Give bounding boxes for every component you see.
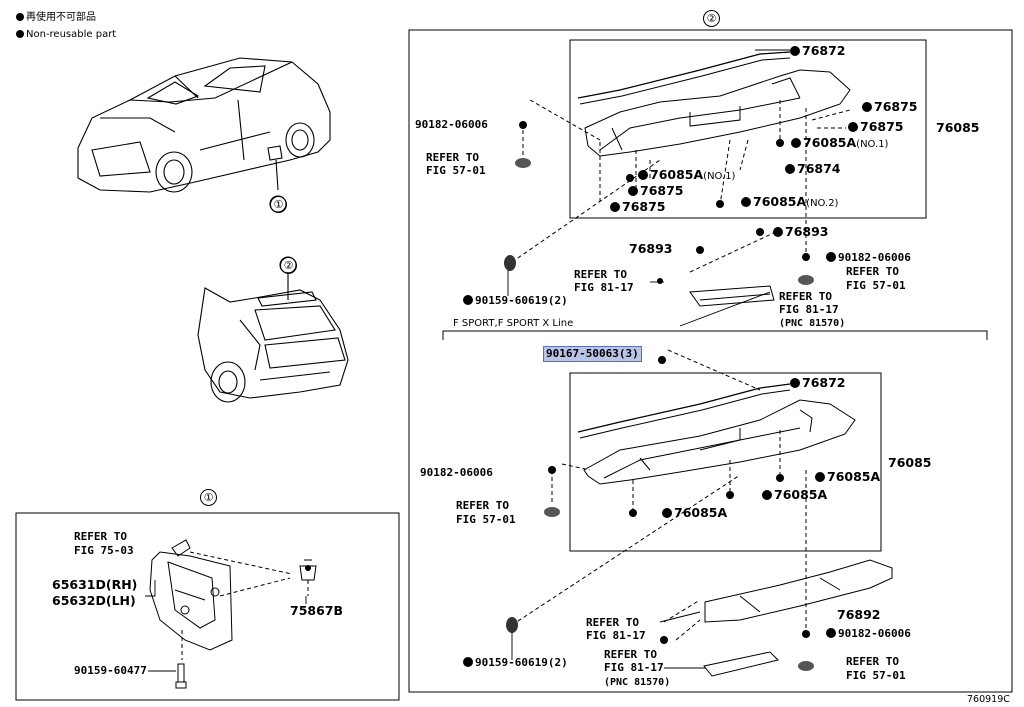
callout-2-header[interactable]: ② xyxy=(703,10,720,27)
refer-fig81-upper-a[interactable]: REFER TO xyxy=(574,268,627,281)
non-reusable-dot-icon xyxy=(848,122,858,132)
part-76872-lower[interactable]: 76872 xyxy=(790,376,846,389)
part-76875-upper-4[interactable]: 76875 xyxy=(610,200,666,213)
part-75867b[interactable]: 75867B xyxy=(290,603,344,618)
part-90182-upper-left[interactable]: 90182-06006 xyxy=(415,118,488,131)
part-90182-lower-right[interactable]: 90182-06006 xyxy=(826,628,911,640)
refer-fig57-upper-right-a[interactable]: REFER TO xyxy=(846,265,899,278)
upper-trim-strip xyxy=(689,285,775,307)
non-reusable-dot-icon xyxy=(862,102,872,112)
part-76893-left[interactable]: 76893 xyxy=(629,241,673,256)
part-76875-upper-1[interactable]: 76875 xyxy=(862,100,918,113)
lower-leader-dashes xyxy=(511,349,807,641)
non-reusable-dot-icon xyxy=(463,295,473,305)
upper-leader-dashes xyxy=(511,99,851,273)
non-reusable-dot-icon xyxy=(662,508,672,518)
figure-1-frame xyxy=(15,512,400,701)
figure-2-frame xyxy=(408,29,1013,693)
part-76085a-lower-2[interactable]: 76085A xyxy=(762,488,827,501)
part-65631d-rh[interactable]: 65631D(RH) xyxy=(52,577,138,592)
part-90159-60477[interactable]: 90159-60477 xyxy=(74,664,147,677)
refer-fig81-lower-strip-a[interactable]: REFER TO xyxy=(604,648,657,661)
refer-fig81-upper-strip-a[interactable]: REFER TO xyxy=(779,290,832,303)
part-76875-upper-2[interactable]: 76875 xyxy=(848,120,904,133)
part-76875-upper-3[interactable]: 76875 xyxy=(628,184,684,197)
callout-1-header[interactable]: ① xyxy=(200,489,217,506)
non-reusable-dot-icon xyxy=(826,252,836,262)
fastener-symbols xyxy=(305,121,814,671)
part-76085a-lower-3[interactable]: 76085A xyxy=(662,506,727,519)
lower-trim-strip xyxy=(703,651,779,677)
refer-fig57-upper-left-b[interactable]: FIG 57-01 xyxy=(426,164,486,177)
refer-fig75-b[interactable]: FIG 75-03 xyxy=(74,544,134,557)
non-reusable-dot-icon xyxy=(815,472,825,482)
part-76085a-no1-upper-right[interactable]: 76085A(NO.1) xyxy=(791,136,888,151)
part-90182-lower-left[interactable]: 90182-06006 xyxy=(420,466,493,479)
part-90159-lower[interactable]: 90159-60619(2) xyxy=(463,657,568,669)
non-reusable-dot-icon xyxy=(773,227,783,237)
fsport-divider-line xyxy=(442,330,988,340)
refer-fig57-upper-right-b[interactable]: FIG 57-01 xyxy=(846,279,906,292)
refer-fig81-upper-strip-pnc: (PNC 81570) xyxy=(779,318,846,329)
non-reusable-dot-icon xyxy=(762,490,772,500)
mudguard-leader-dashes xyxy=(181,551,309,660)
legend-en: Non-reusable part xyxy=(16,29,116,41)
lower-spoiler-illustration xyxy=(577,383,856,485)
lower-reinforcement-illustration xyxy=(659,559,893,623)
refer-fig57-lower-left-a[interactable]: REFER TO xyxy=(456,499,509,512)
refer-fig57-lower-right-a[interactable]: REFER TO xyxy=(846,655,899,668)
non-reusable-dot-icon xyxy=(628,186,638,196)
part-76085-upper[interactable]: 76085 xyxy=(936,120,980,135)
callout-2-car[interactable]: ② xyxy=(280,257,297,274)
refer-fig81-upper-b[interactable]: FIG 81-17 xyxy=(574,281,634,294)
part-76874[interactable]: 76874 xyxy=(785,162,841,175)
refer-fig81-lower-strip-b[interactable]: FIG 81-17 xyxy=(604,661,664,674)
part-76085a-no1-upper-left[interactable]: 76085A(NO.1) xyxy=(638,168,735,183)
fsport-label: F SPORT,F SPORT X Line xyxy=(453,318,574,329)
part-90159-upper[interactable]: 90159-60619(2) xyxy=(463,295,568,307)
non-reusable-dot-icon xyxy=(610,202,620,212)
non-reusable-dot-icon xyxy=(790,46,800,56)
mudguard-illustration xyxy=(149,539,317,689)
non-reusable-dot-icon xyxy=(790,378,800,388)
solid-leader-lines xyxy=(145,270,771,672)
non-reusable-dot-icon xyxy=(791,138,801,148)
callout-1-car[interactable]: ① xyxy=(270,196,287,213)
refer-fig81-lower-a[interactable]: REFER TO xyxy=(586,616,639,629)
refer-fig81-lower-b[interactable]: FIG 81-17 xyxy=(586,629,646,642)
non-reusable-dot-icon xyxy=(638,170,648,180)
figure-code: 760919C xyxy=(967,694,1010,705)
upper-spoiler-box xyxy=(569,39,927,219)
refer-fig57-lower-right-b[interactable]: FIG 57-01 xyxy=(846,669,906,682)
part-76085a-no2[interactable]: 76085A(NO.2) xyxy=(741,195,838,210)
part-76085a-lower-1[interactable]: 76085A xyxy=(815,470,880,483)
part-90182-upper-right[interactable]: 90182-06006 xyxy=(826,252,911,264)
non-reusable-dot-icon xyxy=(741,197,751,207)
non-reusable-dot-icon xyxy=(16,30,24,38)
part-76892[interactable]: 76892 xyxy=(837,607,881,622)
non-reusable-dot-icon xyxy=(785,164,795,174)
refer-fig57-lower-left-b[interactable]: FIG 57-01 xyxy=(456,513,516,526)
non-reusable-dot-icon xyxy=(826,628,836,638)
upper-spoiler-illustration xyxy=(577,49,851,157)
non-reusable-dot-icon xyxy=(463,657,473,667)
legend-ja: 再使用不可部品 xyxy=(16,12,96,24)
car-front-illustration xyxy=(77,57,331,213)
part-76872-upper[interactable]: 76872 xyxy=(790,44,846,57)
lower-spoiler-box xyxy=(569,372,882,552)
non-reusable-dot-icon xyxy=(16,13,24,21)
refer-fig81-upper-strip-b[interactable]: FIG 81-17 xyxy=(779,303,839,316)
part-90167-highlighted[interactable]: 90167-50063(3) xyxy=(543,346,642,362)
part-76893-right[interactable]: 76893 xyxy=(773,225,829,238)
refer-fig75-a[interactable]: REFER TO xyxy=(74,530,127,543)
refer-fig57-upper-left-a[interactable]: REFER TO xyxy=(426,151,479,164)
part-76085-lower[interactable]: 76085 xyxy=(888,455,932,470)
car-rear-illustration xyxy=(197,256,349,403)
refer-fig81-lower-strip-pnc: (PNC 81570) xyxy=(604,677,671,688)
part-65632d-lh[interactable]: 65632D(LH) xyxy=(52,593,136,608)
